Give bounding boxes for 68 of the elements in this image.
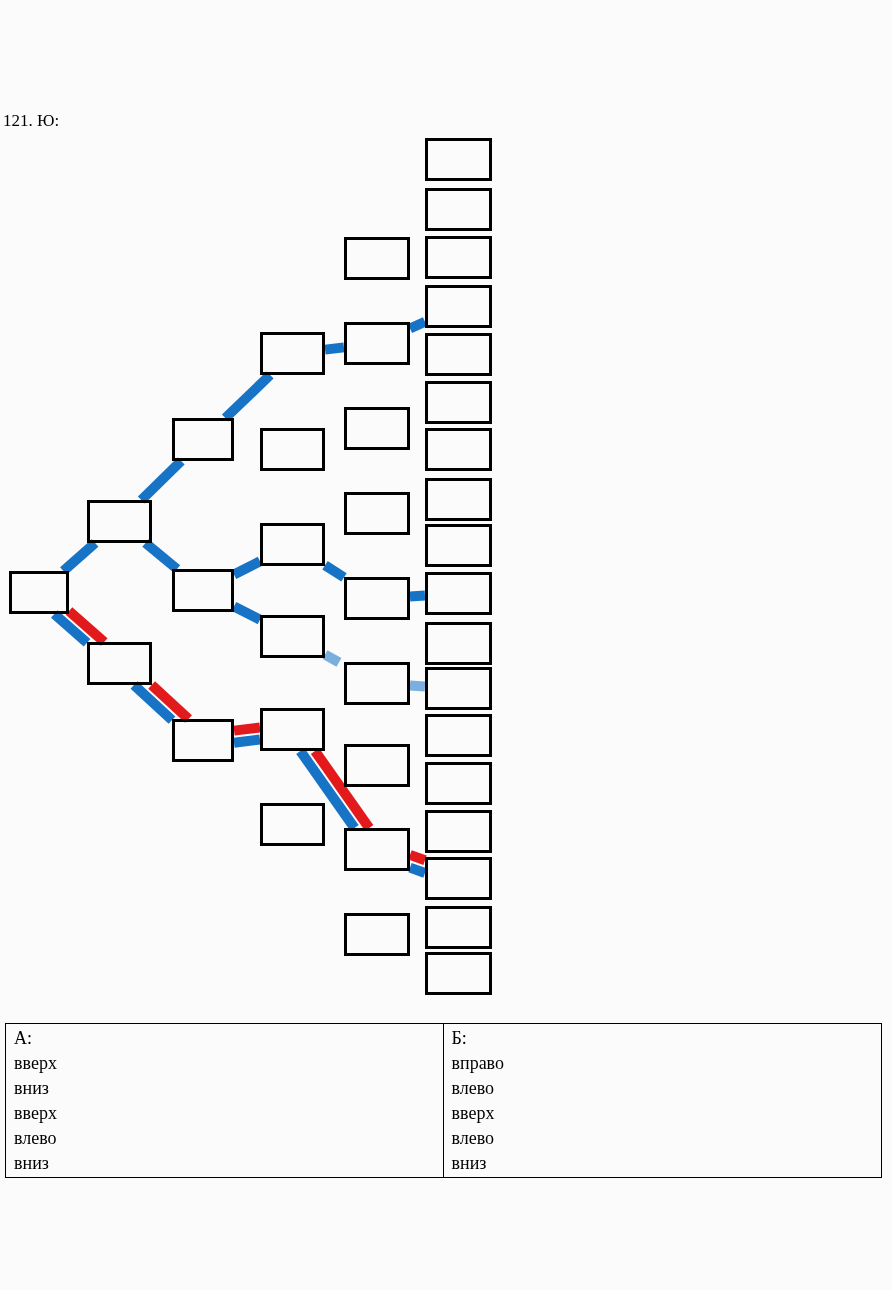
- empty-box: [344, 913, 410, 956]
- empty-box: [425, 333, 492, 376]
- path-line: [409, 590, 426, 602]
- empty-box: [260, 803, 325, 846]
- table-text: вправо: [451, 1052, 505, 1075]
- table-text: вниз: [14, 1077, 50, 1100]
- empty-box: [425, 236, 492, 279]
- empty-box: [87, 642, 152, 685]
- task-number: 121. Ю:: [3, 110, 60, 132]
- path-line: [324, 342, 345, 355]
- path-line: [231, 556, 263, 579]
- empty-box: [172, 569, 234, 612]
- path-line: [407, 317, 428, 334]
- empty-box: [425, 285, 492, 328]
- table-text: влево: [451, 1077, 496, 1100]
- empty-box: [425, 524, 492, 567]
- empty-box: [425, 428, 492, 471]
- table-text: вниз: [451, 1152, 488, 1175]
- empty-box: [260, 615, 325, 658]
- path-line: [409, 680, 426, 692]
- empty-box: [425, 381, 492, 424]
- path-line: [51, 610, 91, 647]
- empty-box: [260, 708, 325, 751]
- table-text: влево: [14, 1127, 58, 1150]
- empty-box: [344, 828, 410, 871]
- path-line: [310, 748, 374, 831]
- empty-box: [87, 500, 152, 543]
- empty-box: [425, 952, 492, 995]
- empty-box: [425, 762, 492, 805]
- path-line: [296, 748, 359, 831]
- empty-box: [425, 810, 492, 853]
- empty-box: [425, 138, 492, 181]
- table-text: А:: [14, 1027, 33, 1050]
- empty-box: [425, 857, 492, 900]
- empty-box: [344, 492, 410, 535]
- table-text: вверх: [14, 1052, 58, 1075]
- empty-box: [425, 906, 492, 949]
- empty-box: [9, 571, 69, 614]
- table-text: Б:: [451, 1027, 468, 1050]
- path-line: [322, 561, 347, 582]
- path-line: [233, 722, 261, 736]
- empty-box: [344, 237, 410, 280]
- empty-box: [260, 523, 325, 566]
- table-text: вверх: [14, 1102, 58, 1125]
- empty-box: [344, 407, 410, 450]
- table-text: вверх: [451, 1102, 496, 1125]
- path-line: [408, 862, 427, 878]
- empty-box: [425, 667, 492, 710]
- empty-box: [344, 744, 410, 787]
- empty-box: [172, 418, 234, 461]
- empty-box: [425, 572, 492, 615]
- empty-box: [260, 332, 325, 375]
- empty-box: [425, 478, 492, 521]
- empty-box: [425, 622, 492, 665]
- path-line: [233, 734, 261, 748]
- path-line: [408, 850, 427, 865]
- empty-box: [172, 719, 234, 762]
- empty-box: [260, 428, 325, 471]
- empty-box: [425, 188, 492, 231]
- empty-box: [344, 577, 410, 620]
- empty-box: [425, 714, 492, 757]
- table-text: влево: [451, 1127, 496, 1150]
- empty-box: [344, 662, 410, 705]
- path-line: [231, 602, 263, 625]
- empty-box: [344, 322, 410, 365]
- path-line: [130, 681, 176, 724]
- path-line: [142, 539, 181, 573]
- table-text: вниз: [14, 1152, 50, 1175]
